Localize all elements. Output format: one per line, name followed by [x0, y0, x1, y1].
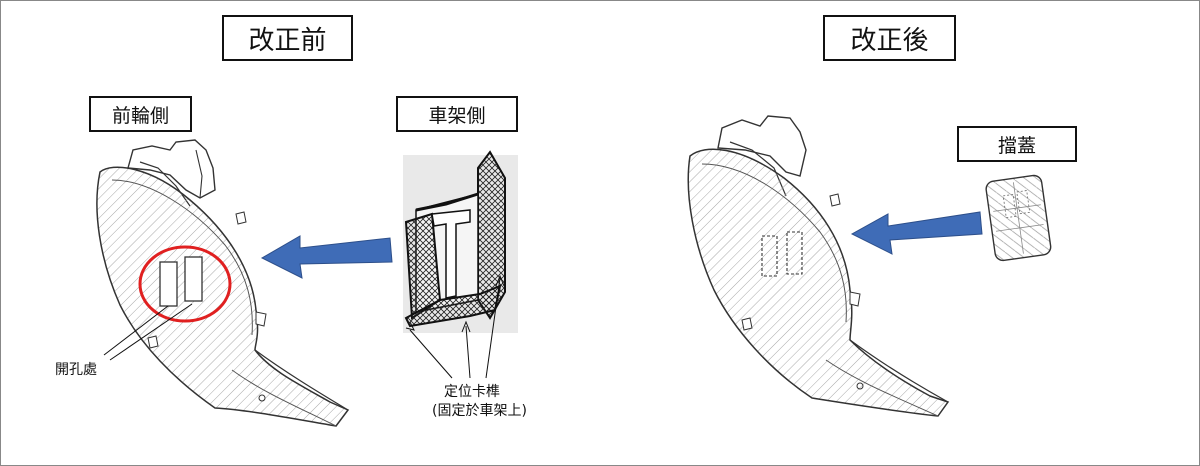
highlight-ring — [138, 245, 232, 323]
before-title: 改正前 — [222, 15, 353, 61]
covered-slot-right — [786, 231, 803, 275]
arrow-left-icon — [260, 235, 393, 279]
tab-annotation-line2: (固定於車架上) — [432, 403, 527, 419]
front-wheel-side-text: 前輪側 — [111, 104, 169, 127]
cover-label: 擋蓋 — [957, 126, 1077, 162]
tab-leader-line — [409, 329, 453, 379]
tab-leader-line — [465, 325, 471, 379]
hole-leader-line — [109, 303, 193, 361]
tab-leader-line — [485, 277, 501, 379]
cover-plate — [985, 174, 1052, 262]
covered-slot-left — [761, 235, 778, 277]
hole-annotation: 開孔處 — [55, 362, 97, 378]
opening-slot-left — [159, 261, 178, 307]
opening-slot-right — [184, 256, 203, 302]
fender-before — [96, 139, 350, 427]
frame-side-text: 車架側 — [428, 104, 486, 127]
hole-leader-line — [103, 305, 169, 356]
frame-side-label: 車架側 — [396, 96, 518, 132]
after-title-text: 改正後 — [850, 25, 929, 56]
front-wheel-side-label: 前輪側 — [89, 96, 192, 132]
after-title: 改正後 — [823, 15, 956, 61]
tab-annotation-line1: 定位卡榫 — [444, 384, 500, 400]
frame-side-tab-image — [403, 150, 518, 333]
arrow-left-icon — [850, 211, 983, 255]
before-title-text: 改正前 — [248, 25, 327, 56]
fender-after — [687, 115, 950, 417]
cover-label-text: 擋蓋 — [997, 134, 1036, 157]
